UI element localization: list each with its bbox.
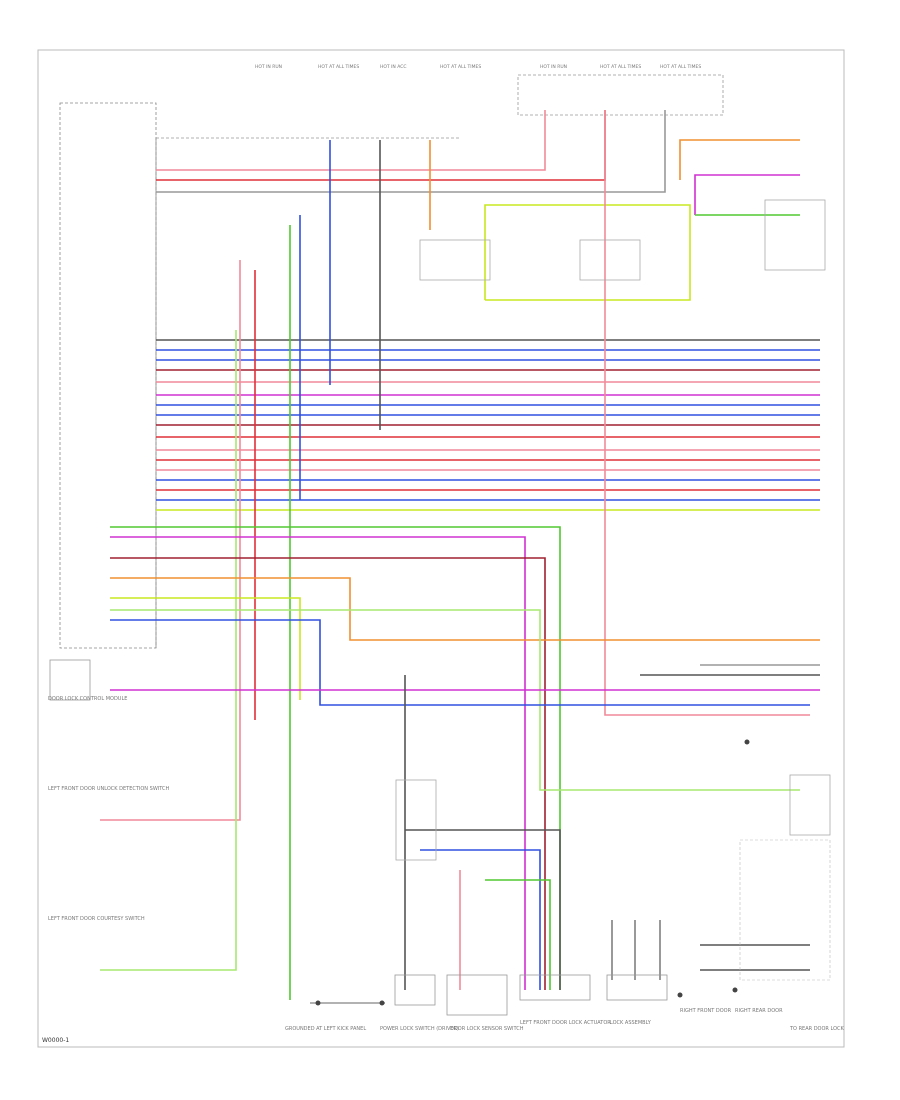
wire-light-green-low [110,609,800,791]
lock-assembly-box [606,974,668,1001]
courtesy-switch-box [49,659,91,701]
label-to-rear: TO REAR DOOR LOCK [789,1026,845,1032]
top-fuse-label-5: HOT AT ALL TIMES [600,64,641,70]
wire-blue-drop [420,849,541,990]
top-fuse-label-0: HOT IN RUN [255,64,282,70]
wire-pink-v2 [604,110,810,716]
control-module-box [59,102,157,649]
top-fuse-label-1: HOT AT ALL TIMES [318,64,359,70]
relay-box [395,779,437,861]
wire-orange-right [679,139,800,180]
ground-point-4 [732,987,738,993]
top-fuse-label-4: HOT IN RUN [540,64,567,70]
left-door-actuator [519,974,591,1001]
wire-gray-top [156,110,666,193]
top-fuse-labels: HOT IN RUN HOT AT ALL TIMES HOT IN ACC HOT … [255,64,701,70]
footer-code: W0000-1 [42,1037,69,1044]
wire-blue-low [110,619,810,706]
right-lock-switch [579,239,641,281]
label-ground: GROUNDED AT LEFT KICK PANEL [285,1026,366,1032]
wire-dark-red-low [110,557,546,990]
top-fuse-label-3: HOT AT ALL TIMES [440,64,481,70]
right-side-switch-box [789,774,831,836]
left-lock-switch [419,239,491,281]
label-door-handle: LEFT FRONT DOOR UNLOCK DETECTION SWITCH [48,786,169,792]
wire-lime-low [110,597,301,700]
wire-green-drop-2 [485,879,551,990]
wire-green-low-1 [110,526,561,990]
wire-lime-right [484,204,691,301]
ground-point-1 [315,1000,321,1006]
label-right-rear-door: RIGHT REAR DOOR [735,1008,783,1014]
power-lock-switch [394,974,436,1006]
door-lock-sensor-switch [446,974,508,1016]
label-right-front-door: RIGHT FRONT DOOR [680,1008,732,1014]
label-door-lock-sensor: DOOR LOCK SENSOR SWITCH [450,1026,524,1032]
wire-magenta-low [110,536,526,990]
wire-pink-v1 [100,260,241,821]
right-rear-box [739,839,831,981]
label-module: DOOR LOCK CONTROL MODULE [48,696,127,702]
top-right-fuse-box [517,74,724,116]
wire-light-green-v [100,330,237,971]
wires-group [100,110,820,1000]
label-lock-assembly: LOCK ASSEMBLY [610,1020,652,1026]
label-courtesy: LEFT FRONT DOOR COURTESY SWITCH [48,916,145,922]
label-power-lock: POWER LOCK SWITCH (DRIVER) [380,1026,459,1032]
wire-magenta-right [694,174,800,215]
diagram-frame [37,49,845,1048]
ground-point-5 [744,739,750,745]
wire-pink-top-1 [156,110,546,171]
wire-black-drop-3 [405,829,561,990]
top-fuse-label-6: HOT AT ALL TIMES [660,64,701,70]
ground-point-3 [677,992,683,998]
label-left-door-motor: LEFT FRONT DOOR LOCK ACTUATOR [520,1020,611,1026]
ground-point-2 [379,1000,385,1006]
wire-orange-low [110,577,820,641]
top-fuse-label-2: HOT IN ACC [380,64,407,70]
right-top-switch [764,199,826,271]
